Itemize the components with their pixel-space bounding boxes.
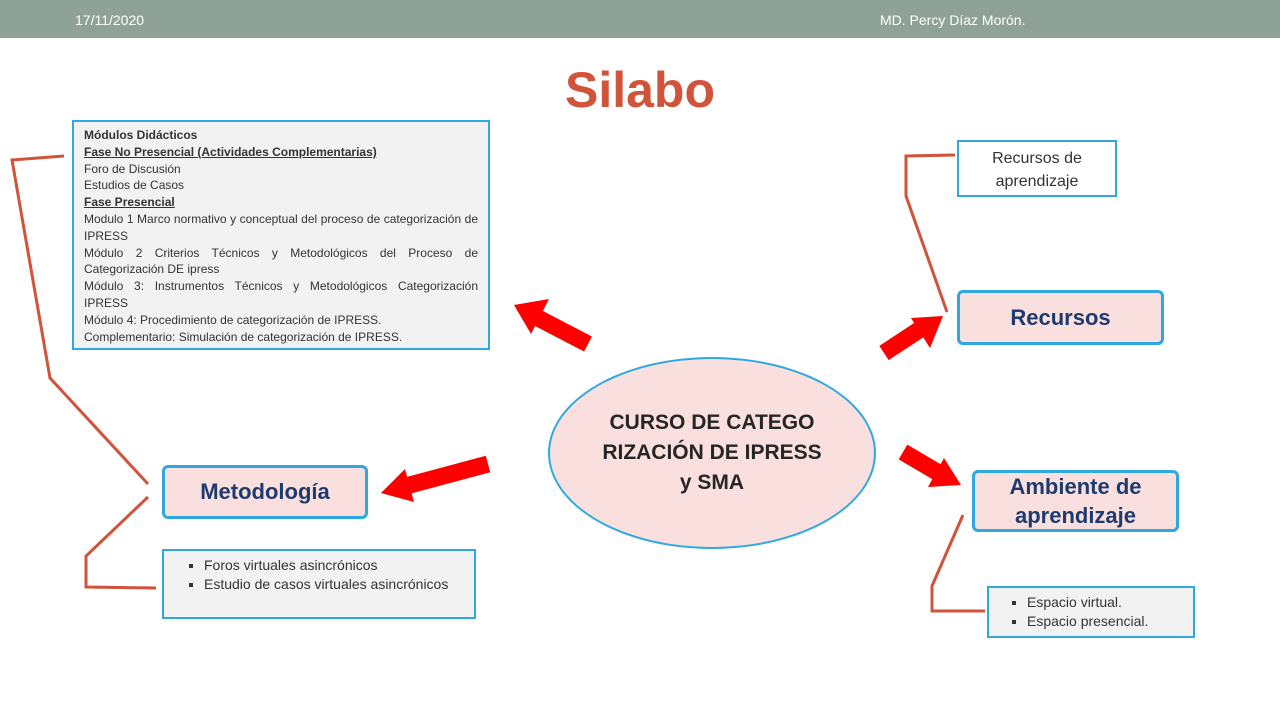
arrow-to-ambiente	[898, 444, 961, 487]
recursos-aprendizaje-box: Recursos de aprendizaje	[957, 140, 1117, 197]
list-item: Espacio presencial.	[1027, 612, 1187, 631]
estudios-label: Estudios de Casos	[84, 178, 185, 193]
metodologia-connector-line	[84, 495, 157, 590]
metodologia-list-box: Foros virtuales asincrónicos Estudio de …	[162, 549, 476, 619]
recursos-connector-line	[904, 153, 956, 313]
ambiente-node: Ambiente de aprendizaje	[972, 470, 1179, 532]
recursos-node: Recursos	[957, 290, 1164, 345]
module-item: Módulo 2 Criterios Técnicos y Metodológi…	[84, 245, 478, 277]
left-bracket-line	[10, 154, 150, 486]
module-item: Modulo 1 Marco normativo y conceptual de…	[84, 211, 478, 243]
list-item: Espacio virtual.	[1027, 593, 1187, 612]
module-item: Complementario: Simulación de categoriza…	[84, 329, 403, 344]
list-item: Estudio de casos virtuales asincrónicos	[204, 575, 466, 594]
ambiente-connector-line	[930, 514, 985, 613]
fase-no-presencial-label: Fase No Presencial (Actividades Compleme…	[84, 144, 377, 159]
modules-box: Módulos Didácticos Fase No Presencial (A…	[72, 120, 490, 350]
fase-presencial-label: Fase Presencial	[84, 195, 175, 210]
list-item: Foros virtuales asincrónicos	[204, 556, 466, 575]
header-bar: 17/11/2020 MD. Percy Díaz Morón.	[0, 0, 1280, 38]
module-item: Módulo 3: Instrumentos Técnicos y Metodo…	[84, 279, 478, 310]
module-item: Módulo 4: Procedimiento de categorizació…	[84, 312, 382, 327]
center-label: CURSO DE CATEGORIZACIÓN DE IPRESS y SMA	[602, 411, 822, 494]
ambiente-list-box: Espacio virtual. Espacio presencial.	[987, 586, 1195, 638]
foro-label: Foro de Discusión	[84, 161, 181, 176]
header-date: 17/11/2020	[75, 12, 145, 28]
modules-heading: Módulos Didácticos	[84, 128, 198, 142]
arrow-to-recursos	[879, 316, 943, 361]
metodologia-node: Metodología	[162, 465, 368, 519]
arrow-to-metodologia	[381, 455, 491, 502]
center-ellipse: CURSO DE CATEGORIZACIÓN DE IPRESS y SMA	[548, 357, 876, 549]
header-author: MD. Percy Díaz Morón.	[880, 12, 1026, 28]
arrow-to-modules	[514, 299, 592, 352]
page-title: Silabo	[564, 62, 716, 118]
